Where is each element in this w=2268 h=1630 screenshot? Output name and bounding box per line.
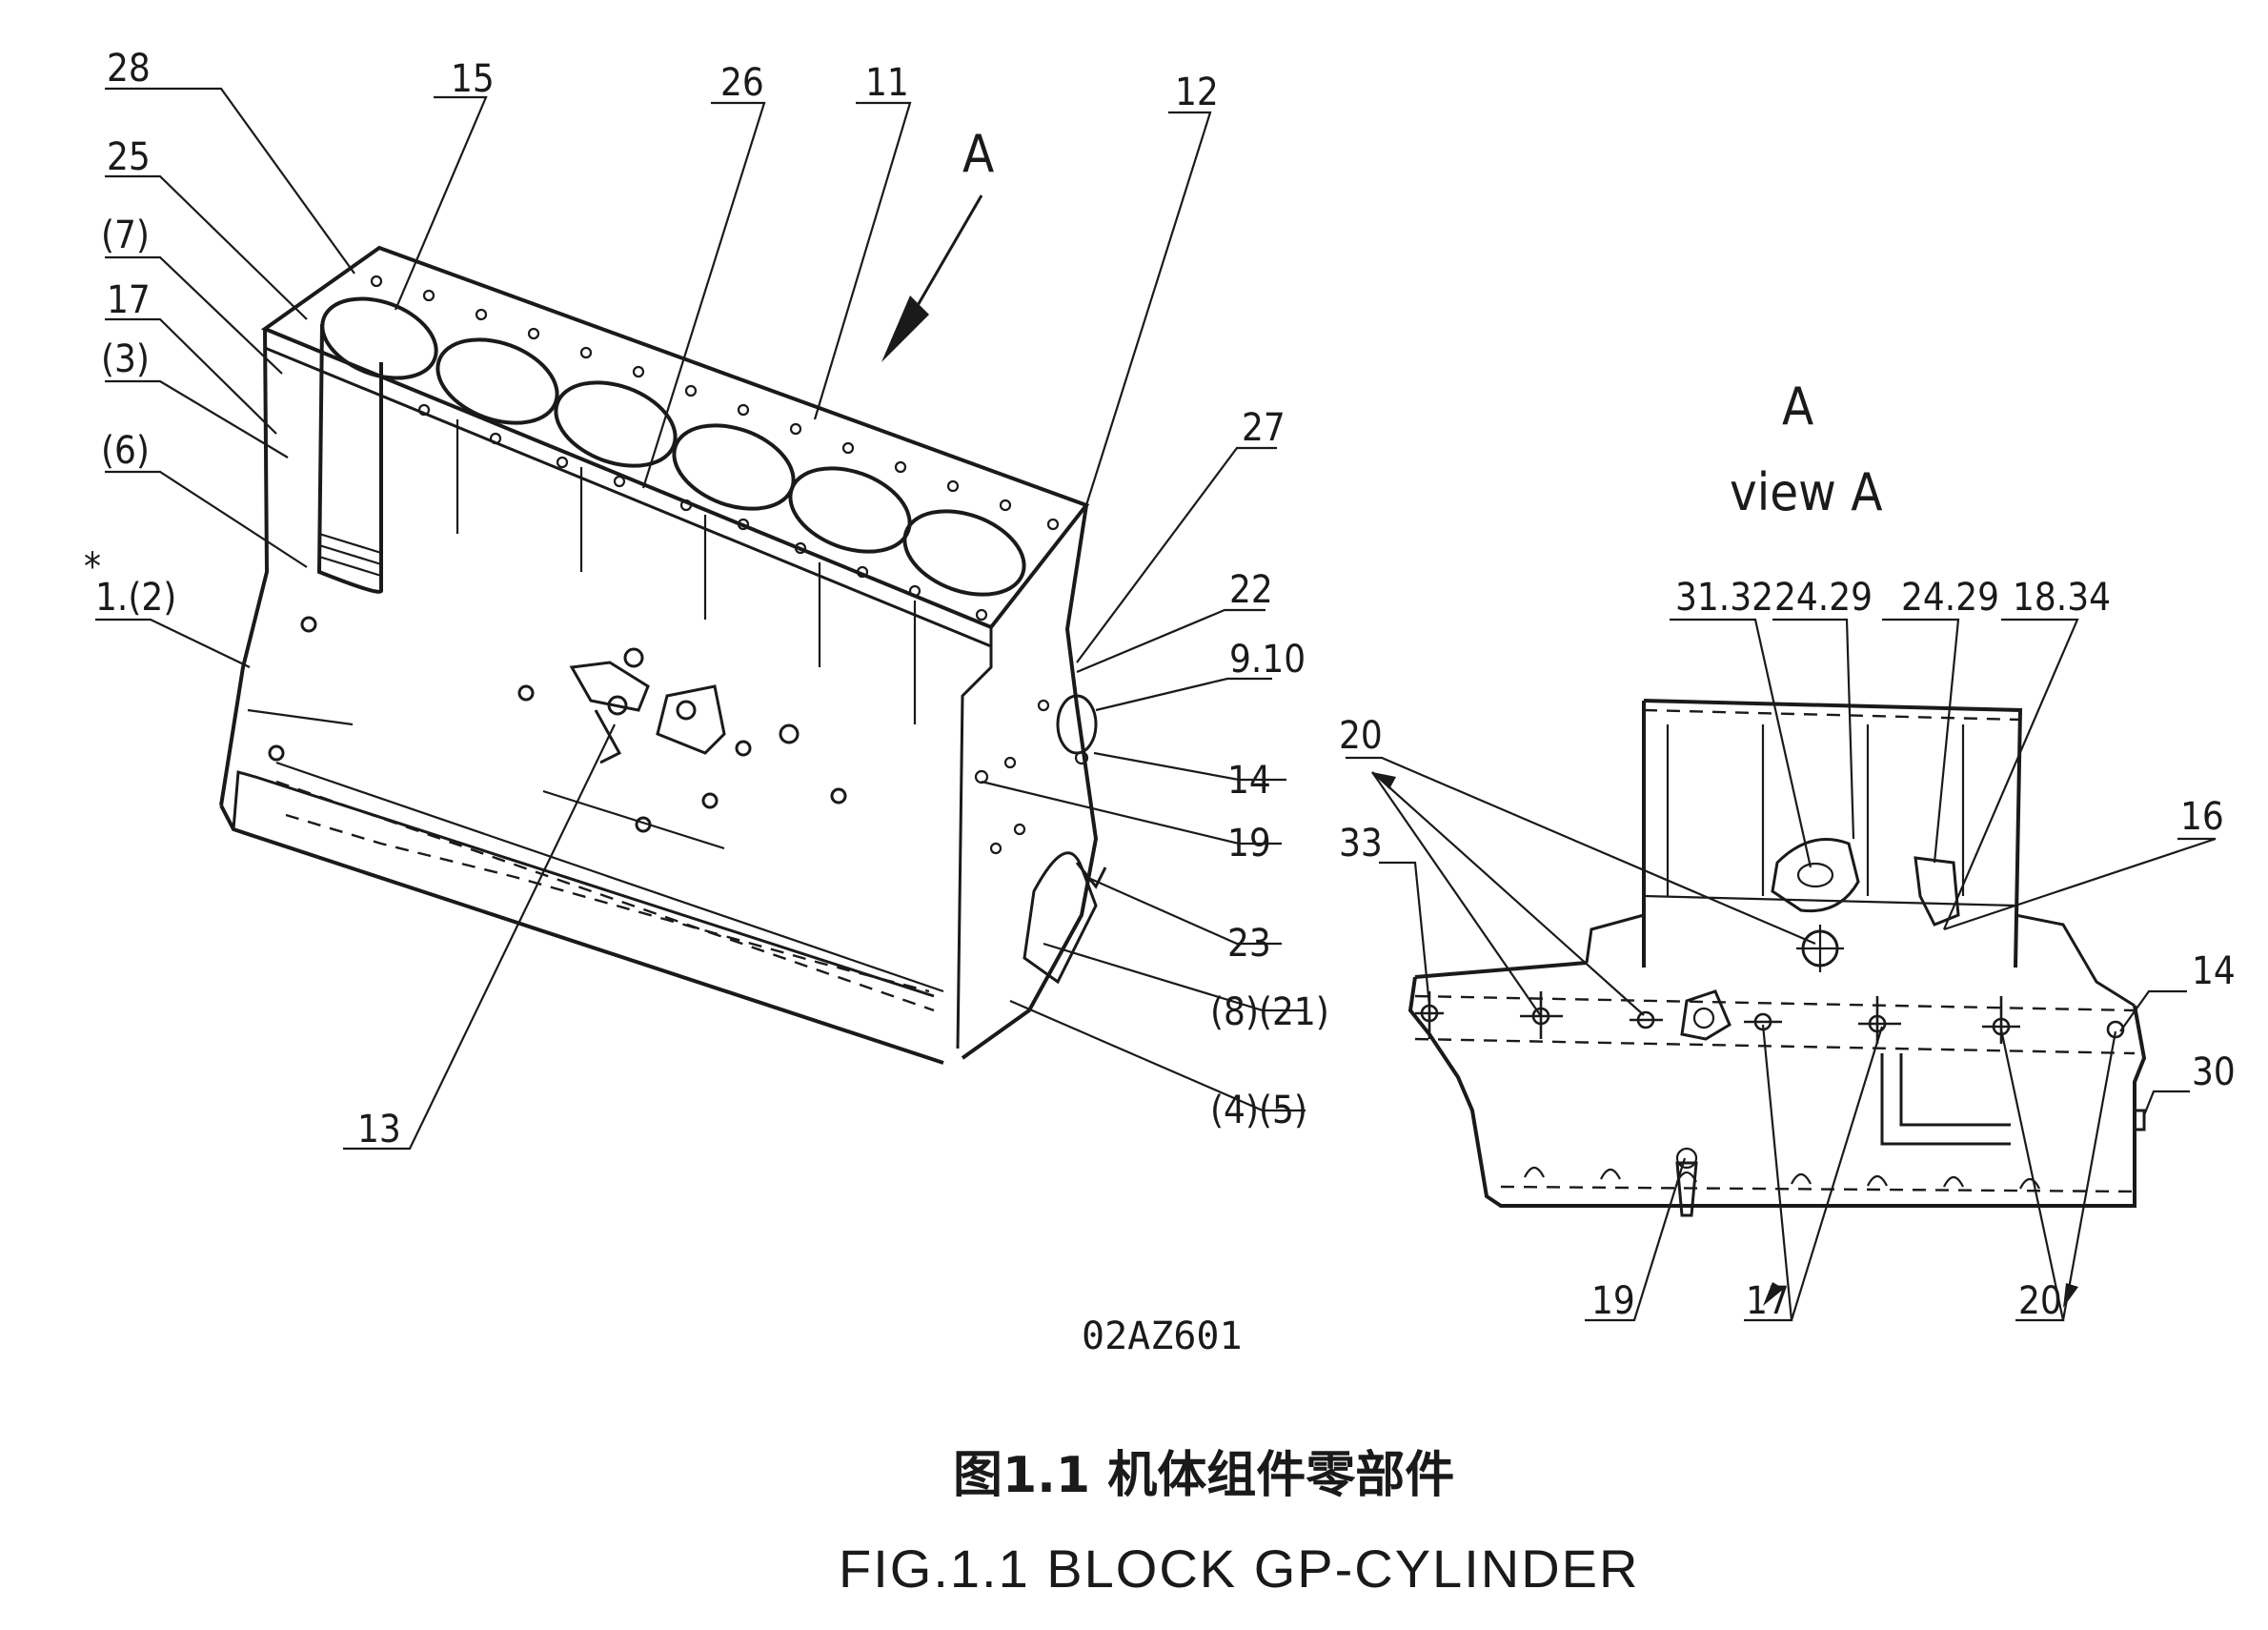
label-23: 23 <box>1227 922 1271 966</box>
label-14-iso: 14 <box>1227 759 1271 803</box>
label-24-29-a: 24.29 <box>1774 576 1873 620</box>
label-25: 25 <box>107 135 151 179</box>
iso-leader-lines <box>95 87 1306 1151</box>
engine-block-iso-view <box>219 245 1107 1065</box>
label-20-bottom: 20 <box>2018 1279 2062 1323</box>
drawing-code: 02AZ601 <box>1082 1314 1243 1358</box>
label-17-view-a: 17 <box>1746 1279 1790 1323</box>
label-13: 13 <box>357 1108 401 1151</box>
label-17: 17 <box>107 278 151 322</box>
view-a-title: A view A <box>1730 377 1883 522</box>
view-arrow-letter: A <box>962 124 994 184</box>
label-7: (7) <box>101 214 150 257</box>
view-a-title-text: view A <box>1730 462 1883 522</box>
view-a-labels: 31.32 24.29 24.29 18.34 16 20 33 14 30 1… <box>1339 576 2236 1323</box>
label-14-view-a: 14 <box>2192 949 2236 993</box>
label-26: 26 <box>720 61 764 105</box>
view-a-leader-lines <box>1346 618 2217 1322</box>
view-a-letter: A <box>1782 377 1813 437</box>
engine-block-view-a <box>1407 699 2147 1217</box>
view-a-arrow <box>881 194 983 362</box>
label-1-2: 1.(2) <box>95 576 176 620</box>
label-31-32: 31.32 <box>1675 576 1773 620</box>
label-4-5: (4)(5) <box>1210 1089 1307 1132</box>
label-16: 16 <box>2180 795 2224 839</box>
label-8-21: (8)(21) <box>1210 990 1329 1034</box>
label-6: (6) <box>101 429 150 473</box>
label-33: 33 <box>1339 822 1383 866</box>
label-19-view-a: 19 <box>1591 1279 1635 1323</box>
label-19-iso: 19 <box>1227 822 1271 866</box>
label-18-34: 18.34 <box>2013 576 2111 620</box>
label-1-mark: * <box>84 545 101 589</box>
view-a-arrowheads <box>1372 772 2078 1308</box>
label-22: 22 <box>1229 568 1273 612</box>
caption-english: FIG.1.1 BLOCK GP-CYLINDER <box>839 1538 1639 1599</box>
label-15: 15 <box>451 57 495 101</box>
label-30: 30 <box>2192 1050 2236 1094</box>
iso-view-labels: 28 15 26 11 12 25 (7) 17 (3) (6) * 1.(2)… <box>84 47 1329 1151</box>
label-9-10: 9.10 <box>1229 638 1306 682</box>
label-20-top: 20 <box>1339 714 1383 758</box>
label-12: 12 <box>1175 71 1219 114</box>
label-11: 11 <box>865 61 909 105</box>
label-3: (3) <box>101 337 150 381</box>
label-24-29-b: 24.29 <box>1901 576 1999 620</box>
label-28: 28 <box>107 47 151 91</box>
label-27: 27 <box>1242 406 1286 450</box>
caption-chinese: 图1.1 机体组件零部件 <box>953 1447 1454 1504</box>
